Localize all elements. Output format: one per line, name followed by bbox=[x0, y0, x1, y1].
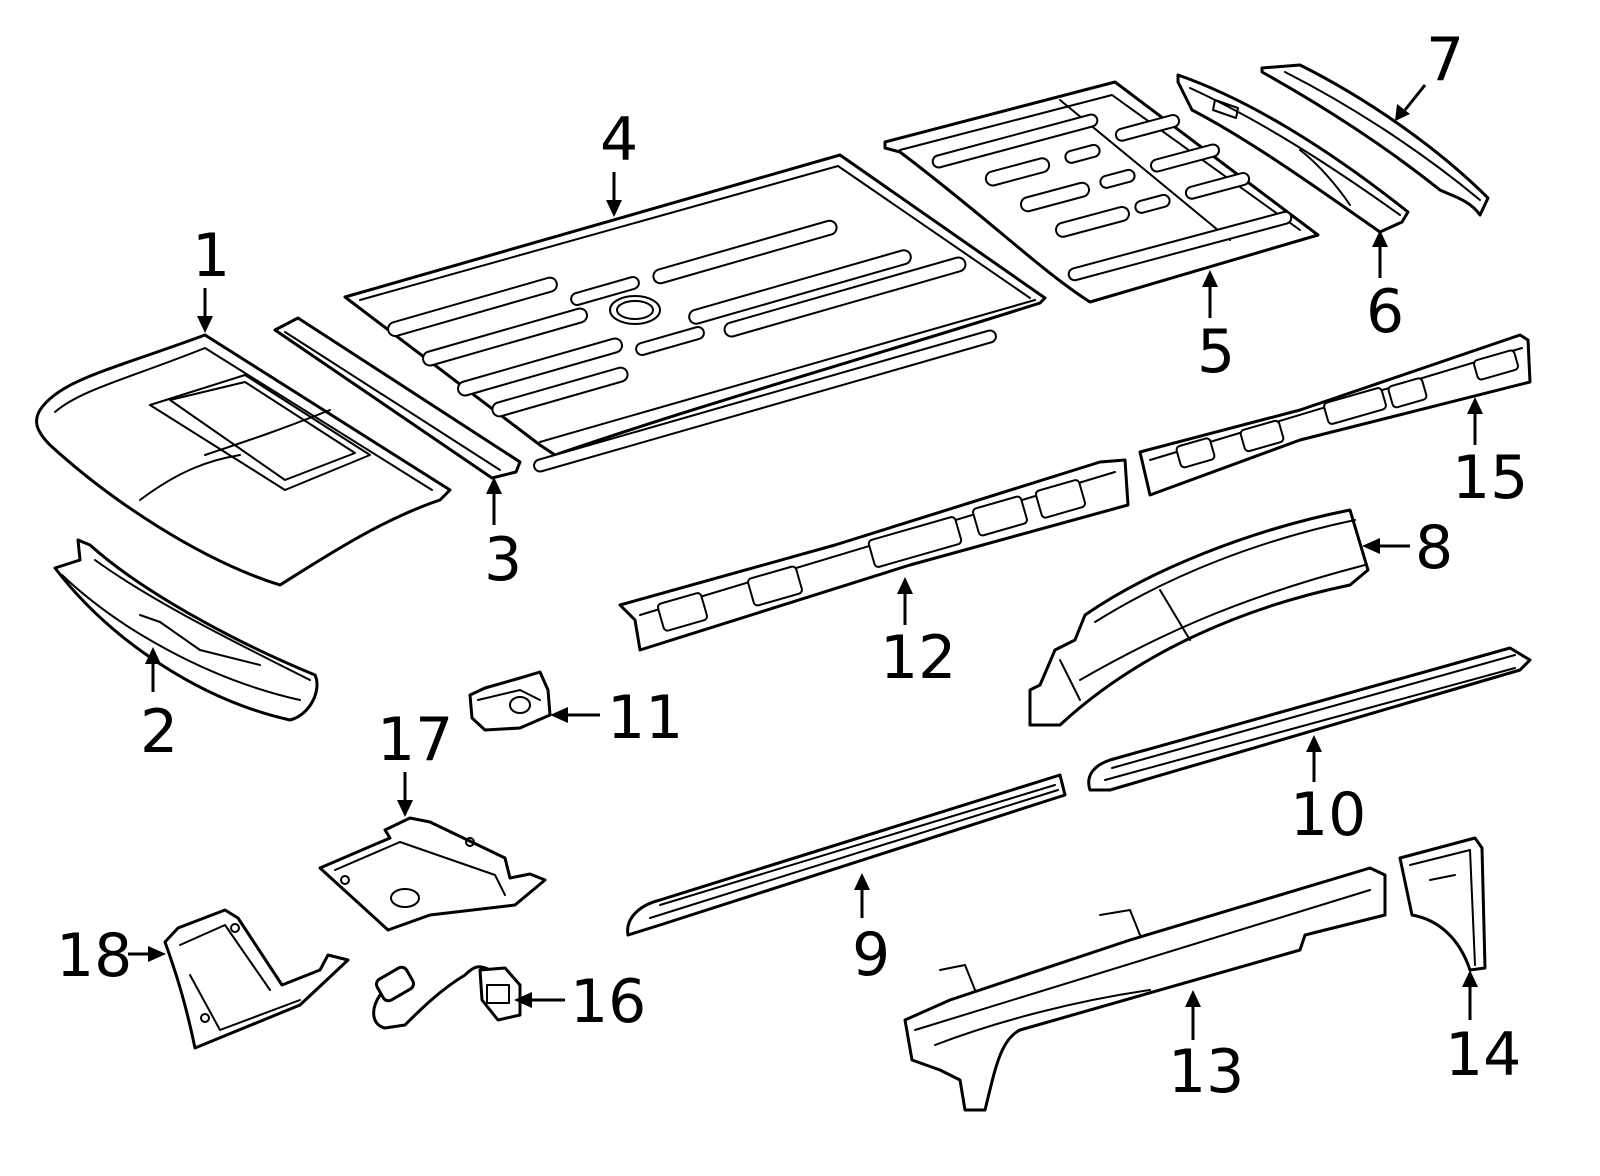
callout-6: 6 bbox=[1366, 277, 1404, 347]
part-1-roof-panel bbox=[35, 333, 452, 587]
leader-lines bbox=[128, 84, 1483, 1040]
part-18-quarter-bracket bbox=[163, 908, 350, 1050]
part-2-front-header bbox=[53, 538, 319, 722]
part-16-wire-harness bbox=[372, 965, 522, 1030]
part-13-rear-side-sill bbox=[903, 866, 1387, 1112]
callout-13: 13 bbox=[1168, 1037, 1244, 1107]
part-17-mounting-plate bbox=[318, 816, 547, 932]
callout-9: 9 bbox=[852, 920, 890, 990]
callout-5: 5 bbox=[1197, 317, 1235, 387]
callout-15: 15 bbox=[1452, 443, 1528, 513]
part-14-corner-pillar bbox=[1398, 836, 1487, 972]
callout-16: 16 bbox=[570, 967, 646, 1037]
part-15-rear-side-reinforcement bbox=[1138, 333, 1532, 497]
part-10-side-rail-upper bbox=[1087, 646, 1532, 792]
callout-14: 14 bbox=[1445, 1020, 1521, 1090]
callout-labels: 1 2 3 4 5 6 7 8 9 10 11 12 13 14 15 16 1… bbox=[56, 25, 1528, 1107]
callout-7: 7 bbox=[1426, 25, 1464, 95]
callout-2: 2 bbox=[140, 697, 178, 767]
part-6-rear-header bbox=[1176, 73, 1410, 234]
part-5-rear-roof-panel bbox=[883, 80, 1320, 304]
part-11-bracket bbox=[468, 670, 552, 732]
callout-3: 3 bbox=[484, 525, 522, 595]
part-7-rear-rail bbox=[1260, 63, 1490, 217]
part-3-roof-bow bbox=[273, 316, 522, 480]
part-12-side-reinforcement bbox=[618, 458, 1130, 652]
callout-10: 10 bbox=[1290, 780, 1366, 850]
callout-4: 4 bbox=[600, 105, 638, 175]
callout-11: 11 bbox=[607, 683, 683, 753]
callout-1: 1 bbox=[192, 221, 230, 291]
part-4-main-roof-panel bbox=[343, 153, 1047, 473]
part-9-side-rail bbox=[626, 773, 1067, 937]
callout-18: 18 bbox=[56, 921, 132, 991]
callout-12: 12 bbox=[880, 623, 956, 693]
callout-17: 17 bbox=[377, 705, 453, 775]
callout-8: 8 bbox=[1415, 513, 1453, 583]
part-8-quarter-inner-panel bbox=[1028, 508, 1370, 727]
